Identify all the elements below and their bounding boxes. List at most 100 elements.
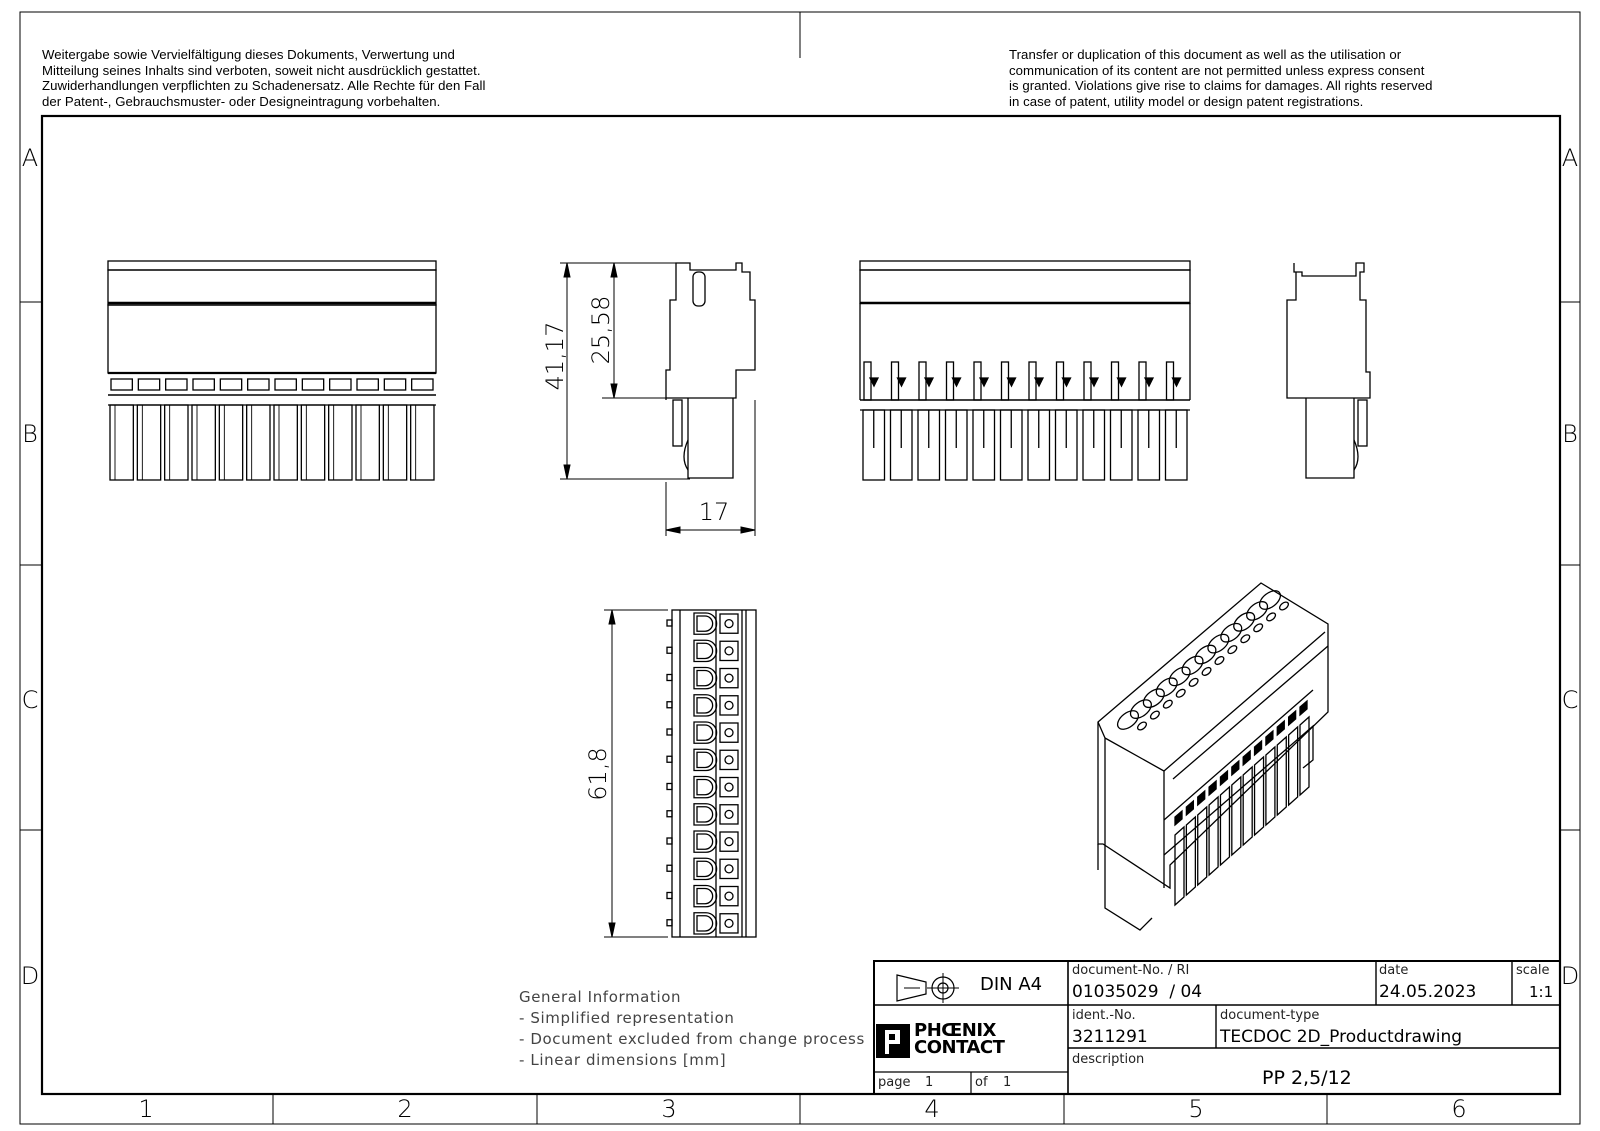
general-info-item-2: - Document excluded from change process [519,1030,865,1048]
front-housing-upper [107,269,437,306]
ident-no-label: ident.-No. [1072,1008,1136,1023]
front-pole-leg [164,404,189,481]
top-release-hole [724,700,734,711]
iso-release-opening [1278,601,1290,611]
top-latch-nub [666,810,673,818]
top-release-slot [719,913,739,934]
top-release-slot [719,776,739,798]
iso-conductor-entry [1116,710,1140,730]
iso-outline [1097,582,1329,890]
top-release-slot [719,804,739,825]
rear-latch [863,361,872,401]
date-value: 24.05.2023 [1379,982,1477,1002]
iso-latch [1242,749,1251,767]
iso-latch [1299,699,1308,717]
top-release-hole [724,782,734,792]
page-value: 1 [925,1075,934,1090]
top-entry-inner [696,697,714,714]
rear-latch [1138,361,1147,401]
front-pole-opening [383,378,407,391]
front-pole-opening [192,378,215,391]
rear-latch [1083,361,1092,401]
zone-column-3: 3 [661,1095,677,1123]
rear-latch [945,361,955,401]
iso-pole-leg [1231,775,1242,857]
top-conductor-entry [693,748,718,772]
front-pole-opening [411,378,434,391]
rear-release-tab [868,377,880,388]
rear-release-tab [1088,377,1100,388]
zone-row-b-right: B [1562,420,1578,448]
iso-release-opening [1149,710,1160,720]
title-block [873,960,1561,1095]
top-release-slot [719,858,739,880]
ident-no-value: 3211291 [1072,1027,1148,1047]
iso-top-edges [1163,631,1329,780]
rear-latch [918,361,927,401]
top-release-hole [724,673,734,683]
document-no-value: 01035029 / 04 [1072,982,1203,1002]
top-entry-inner [696,751,714,769]
document-type-value: TECDOC 2D_Productdrawing [1220,1027,1463,1047]
front-top-rail [107,260,437,271]
top-release-hole [724,646,734,656]
zone-row-d-right: D [1560,962,1580,990]
iso-latch [1208,779,1217,797]
date-label: date [1379,963,1409,978]
top-release-slot [719,885,739,907]
front-pole-opening [247,378,270,391]
top-release-hole [724,918,734,929]
zone-column-6: 6 [1451,1095,1467,1123]
rear-release-tab [1006,377,1017,388]
top-view [666,609,757,938]
rear-housing-upper [859,269,1191,304]
iso-bottom-edges [1097,844,1153,931]
iso-release-opening [1240,634,1251,644]
rear-release-tab [1171,377,1182,388]
iso-pole-leg [1242,765,1253,847]
isometric-view [1097,582,1329,931]
top-release-hole [724,891,734,901]
front-housing-body [107,304,437,374]
iso-release-opening [1175,688,1186,698]
top-latch-nub [666,619,673,627]
top-view-dimensions [604,609,668,938]
front-pole-opening [356,378,379,391]
iso-conductor-entry [1181,655,1204,676]
rear-release-tab [1061,377,1072,388]
iso-conductor-entry [1233,611,1256,632]
iso-pole-leg [1197,805,1208,887]
iso-latch [1287,709,1297,727]
iso-pole-leg [1253,755,1265,837]
top-conductor-entry [693,830,718,853]
paper-format: DIN A4 [980,974,1043,995]
front-pole-opening [301,378,325,391]
front-pole-opening [165,378,188,391]
zone-row-b-left: B [22,420,38,448]
rear-latch [1028,361,1037,401]
iso-conductor-entry [1194,644,1217,665]
copyright-notice-english: Transfer or duplication of this document… [1009,47,1433,109]
top-latch-nub [666,673,673,682]
top-release-slot [719,640,739,662]
rear-release-tab [896,377,907,388]
top-entry-inner [696,915,714,932]
iso-conductor-entry [1258,590,1282,610]
document-type-label: document-type [1220,1008,1320,1023]
phoenix-contact-logo: PHŒNIX CONTACT [876,1022,1044,1060]
rear-release-tab [1033,377,1045,388]
zone-column-1: 1 [138,1095,154,1123]
front-view [107,260,437,481]
top-conductor-entry [693,884,718,908]
iso-pole-leg [1174,825,1185,907]
top-release-slot [719,749,739,771]
front-pole-leg [300,404,326,481]
iso-pole-leg [1208,795,1219,877]
iso-latch [1276,719,1285,737]
iso-release-opening [1162,699,1173,709]
iso-latch [1185,799,1195,817]
phoenix-logo-icon [876,1024,910,1058]
front-pole-leg [246,404,271,481]
of-value: 1 [1003,1075,1012,1090]
top-conductor-entry [693,612,718,635]
